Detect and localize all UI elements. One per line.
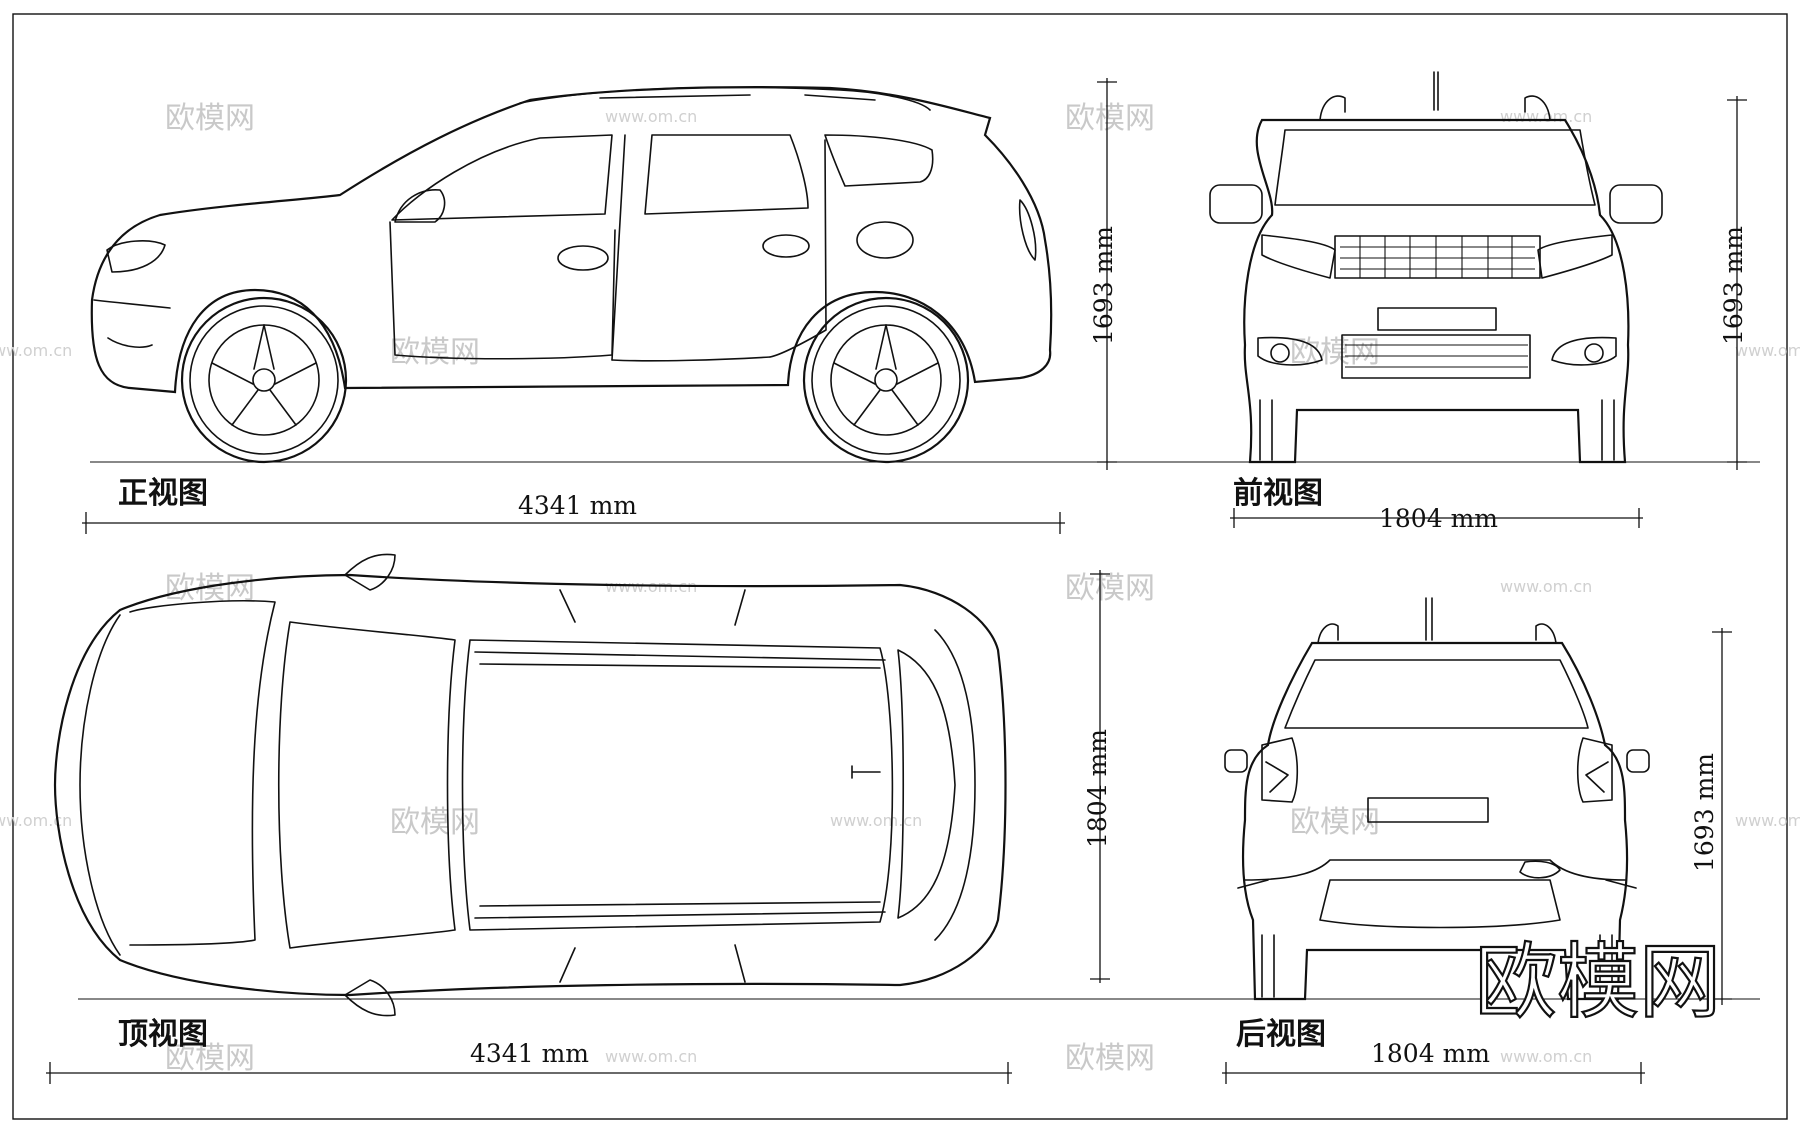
- watermark-logo: 欧模网: [1065, 571, 1155, 606]
- rear-view-drawing: [1224, 597, 1650, 1001]
- top-width-label: 1804 mm: [1083, 729, 1112, 848]
- front-view-label: 前视图: [1233, 476, 1323, 511]
- side-view-label: 正视图: [118, 476, 208, 511]
- watermark-url: www.om.cn: [1500, 107, 1592, 126]
- side-height-dimension: 1693 mm: [1089, 78, 1118, 470]
- corner-brand-watermark: 欧模网: [1475, 935, 1721, 1030]
- rear-view-label: 后视图: [1236, 1017, 1326, 1052]
- rear-height-dimension: 1693 mm: [1690, 628, 1732, 1005]
- rear-height-label: 1693 mm: [1690, 753, 1719, 872]
- top-length-dimension: 4341 mm: [46, 1039, 1012, 1084]
- watermark-logo: 欧模网: [165, 101, 255, 136]
- watermark-url: www.om.cn: [1735, 341, 1800, 360]
- front-height-label: 1693 mm: [1719, 226, 1748, 345]
- side-height-label: 1693 mm: [1089, 226, 1118, 345]
- front-width-dimension: 1804 mm: [1230, 504, 1643, 533]
- front-wheel: [180, 296, 348, 464]
- watermark-url: www.om.cn: [605, 1047, 697, 1066]
- front-height-dimension: 1693 mm: [1719, 96, 1748, 470]
- top-view-label: 顶视图: [118, 1017, 208, 1052]
- watermark-url: www.om.cn: [0, 341, 72, 360]
- rear-width-dimension: 1804 mm: [1222, 1039, 1645, 1084]
- watermark-logo: 欧模网: [1290, 805, 1380, 840]
- side-length-dimension: 4341 mm: [82, 491, 1065, 534]
- watermark-logo: 欧模网: [1065, 101, 1155, 136]
- watermark-url: www.om.cn: [1500, 577, 1592, 596]
- watermark-url: www.om.cn: [0, 811, 72, 830]
- rear-width-label: 1804 mm: [1371, 1039, 1490, 1068]
- front-width-label: 1804 mm: [1379, 504, 1498, 533]
- side-length-label: 4341 mm: [518, 491, 637, 520]
- top-length-label: 4341 mm: [470, 1039, 589, 1068]
- sheet-border: [12, 13, 1788, 1120]
- watermark-logo: 欧模网: [390, 335, 480, 370]
- watermark-url: www.om.cn: [1735, 811, 1800, 830]
- watermark-logo: 欧模网: [1065, 1041, 1155, 1076]
- watermark-url: www.om.cn: [830, 811, 922, 830]
- watermark-logo: 欧模网: [165, 1041, 255, 1076]
- rear-wheel: [802, 296, 970, 464]
- top-width-dimension: 1804 mm: [1083, 570, 1112, 983]
- watermark-logo: 欧模网: [390, 805, 480, 840]
- top-view-drawing: [53, 553, 1007, 1017]
- front-view-drawing: [1209, 71, 1663, 464]
- watermark-url: www.om.cn: [1500, 1047, 1592, 1066]
- watermark-url: www.om.cn: [605, 107, 697, 126]
- side-view-drawing: [90, 86, 1053, 464]
